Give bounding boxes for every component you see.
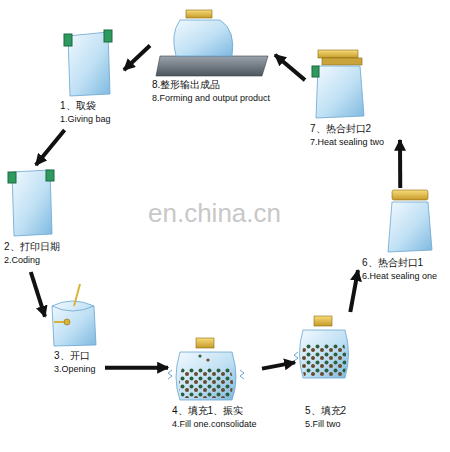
bag-step4 — [168, 338, 244, 400]
step-title-en: 3.Opening — [54, 363, 96, 375]
step-title-en: 6.Heat sealing one — [362, 270, 437, 282]
step-title-zh: 1、取袋 — [60, 99, 111, 113]
flow-arrow — [398, 140, 402, 188]
step-caption: 6、热合封口16.Heat sealing one — [362, 256, 437, 282]
flow-arrow — [262, 362, 295, 368]
step-title-en: 5.Fill two — [305, 418, 346, 430]
flow-arrow — [36, 130, 65, 165]
bag-step6 — [388, 190, 432, 252]
bag-step5 — [294, 316, 349, 378]
process-step: 2、打印日期2.Coding — [2, 165, 74, 272]
bag-step3 — [52, 284, 96, 346]
step-caption: 5、填充25.Fill two — [305, 404, 346, 430]
step-title-en: 8.Forming and output product — [152, 92, 270, 104]
watermark: en.china.cn — [148, 198, 281, 229]
process-step: 4、填充1、振实4.Fill one.consolidate — [168, 336, 262, 432]
process-step: 8.整形输出成品8.Forming and output product — [150, 8, 275, 112]
step-caption: 7、热合封口27.Heat sealing two — [310, 122, 384, 148]
flow-arrow — [350, 270, 358, 312]
process-step: 6、热合封口16.Heat sealing one — [358, 188, 446, 284]
step-caption: 3、开口3.Opening — [54, 349, 96, 375]
step-title-zh: 7、热合封口2 — [310, 122, 384, 136]
process-step: 1、取袋1.Giving bag — [58, 30, 124, 130]
flow-arrow — [275, 55, 305, 80]
process-step: 7、热合封口27.Heat sealing two — [305, 48, 400, 155]
step-title-zh: 8.整形输出成品 — [152, 78, 270, 92]
step-title-zh: 6、热合封口1 — [362, 256, 437, 270]
step-title-en: 7.Heat sealing two — [310, 136, 384, 148]
process-step: 3、开口3.Opening — [45, 280, 105, 382]
step-caption: 8.整形输出成品8.Forming and output product — [152, 78, 270, 104]
bag-step1 — [64, 30, 112, 96]
step-title-en: 1.Giving bag — [60, 113, 111, 125]
step-caption: 4、填充1、振实4.Fill one.consolidate — [172, 404, 257, 430]
flow-arrow — [124, 45, 150, 70]
step-title-zh: 4、填充1、振实 — [172, 404, 257, 418]
step-title-en: 2.Coding — [4, 254, 60, 266]
step-title-zh: 5、填充2 — [305, 404, 346, 418]
step-title-zh: 2、打印日期 — [4, 240, 60, 254]
step-title-en: 4.Fill one.consolidate — [172, 418, 257, 430]
step-title-zh: 3、开口 — [54, 349, 96, 363]
conveyor-output — [156, 10, 268, 76]
flow-arrow — [105, 366, 168, 370]
bag-step2 — [8, 170, 54, 236]
bag-step7 — [312, 50, 364, 118]
flow-arrow — [31, 272, 45, 317]
step-caption: 2、打印日期2.Coding — [4, 240, 60, 266]
step-caption: 1、取袋1.Giving bag — [60, 99, 111, 125]
process-step: 5、填充25.Fill two — [295, 312, 365, 432]
